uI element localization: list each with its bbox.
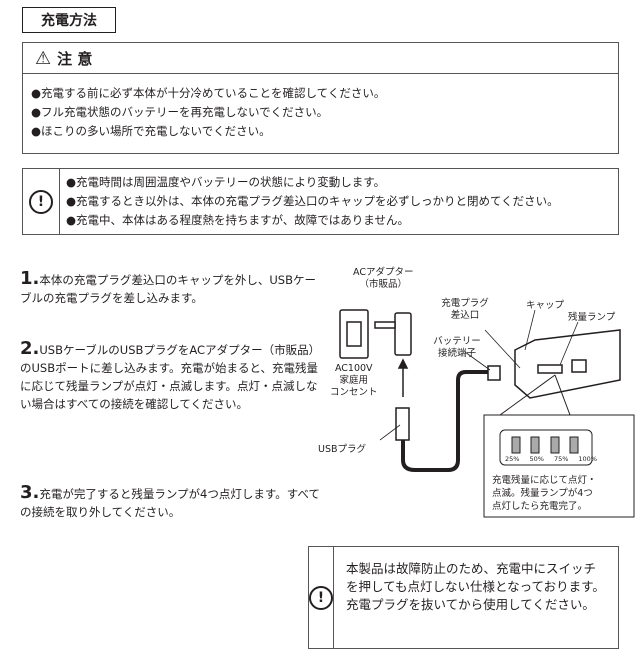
label-plug-port: 充電プラグ 差込口: [441, 298, 489, 321]
charging-diagram: [339, 309, 635, 518]
level-label: 50%: [529, 455, 544, 463]
wall-outlet-illustration: [339, 309, 369, 359]
caution-box: ⚠ 注 意 ●充電する前に必ず本体が十分冷めていることを確認してください。 ●フル…: [22, 42, 619, 154]
notice-item: ●充電するとき以外は、本体の充電プラグ差込口のキャップを必ずしっかりと閉めてくだ…: [66, 194, 559, 208]
notice-box: ! ●充電時間は周囲温度やバッテリーの状態により変動します。 ●充電するとき以外…: [22, 168, 619, 235]
notice-text: 本製品は故障防止のため、充電中にスイッチを押しても点灯しない仕様となっております…: [346, 561, 605, 612]
caution-heading: 注 意: [57, 49, 93, 68]
step-1: 1.本体の充電プラグ差込口のキャップを外し、USBケーブルの充電プラグを差し込み…: [20, 270, 325, 307]
callout-text: 充電残量に応じて点灯・点滅。残量ランプが4つ点灯したら充電完了。: [492, 475, 597, 512]
step-number: 1.: [20, 268, 40, 289]
exclamation-circle-icon: !: [309, 585, 333, 610]
level-labels: 25% 50% 75% 100%: [505, 455, 597, 463]
exclamation-circle-icon: !: [29, 189, 53, 214]
step-2: 2.USBケーブルのUSBプラグをACアダプター（市販品）のUSBポートに差し込…: [20, 340, 325, 413]
label-lamp: 残量ランプ: [568, 312, 616, 323]
step-3: 3.充電が完了すると残量ランプが4つ点灯します。すべての接続を取り外してください…: [20, 484, 325, 521]
warning-triangle-icon: ⚠: [35, 47, 52, 69]
level-label: 100%: [578, 455, 597, 463]
step-number: 3.: [20, 482, 40, 503]
caution-item: ●フル充電状態のバッテリーを再充電しないでください。: [31, 105, 329, 119]
label-usb-plug: USBプラグ: [318, 444, 367, 455]
flashlight-illustration: [514, 329, 621, 399]
label-ac-adapter: ACアダプター （市販品）: [353, 267, 414, 290]
step-number: 2.: [20, 338, 40, 359]
section-title: 充電方法: [22, 7, 116, 33]
level-label: 25%: [505, 455, 520, 463]
step-text: 充電が完了すると残量ランプが4つ点灯します。すべての接続を取り外してください。: [20, 487, 320, 519]
label-battery-terminal: バッテリー 接続端子: [433, 336, 481, 359]
ac-adapter-illustration: [374, 312, 412, 441]
notice-item: ●充電時間は周囲温度やバッテリーの状態により変動します。: [66, 175, 386, 189]
caution-item: ●充電する前に必ず本体が十分冷めていることを確認してください。: [31, 86, 386, 100]
label-cap: キャップ: [526, 300, 565, 311]
step-text: USBケーブルのUSBプラグをACアダプター（市販品）のUSBポートに差し込みま…: [20, 343, 321, 411]
caution-item: ●ほこりの多い場所で充電しないでください。: [31, 124, 271, 138]
level-label: 75%: [553, 455, 569, 463]
notice-box-bottom: ! 本製品は故障防止のため、充電中にスイッチを押しても点灯しない仕様となっており…: [308, 546, 619, 649]
notice-item: ●充電中、本体はある程度熱を持ちますが、故障ではありません。: [66, 213, 409, 227]
label-outlet: AC100V 家庭用 コンセント: [330, 363, 378, 398]
step-text: 本体の充電プラグ差込口のキャップを外し、USBケーブルの充電プラグを差し込みます…: [20, 273, 316, 305]
